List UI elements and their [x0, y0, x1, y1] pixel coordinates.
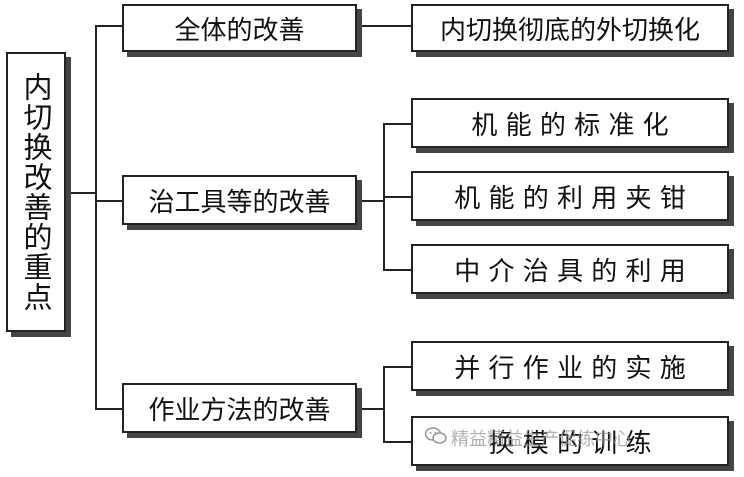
connector: [95, 200, 122, 202]
leaf-node: 机 能 的 标 准 化: [411, 98, 729, 148]
branch-label: 治工具等的改善: [148, 187, 331, 218]
connector: [95, 25, 122, 27]
branch-node-overall: 全体的改善: [122, 4, 357, 52]
branch-label: 作业方法的改善: [148, 395, 331, 426]
connector: [383, 366, 411, 368]
connector: [95, 408, 122, 410]
leaf-label: 中 介 治 具 的 利 用: [454, 256, 686, 287]
branch-node-method: 作业方法的改善: [122, 383, 357, 433]
leaf-node: 并 行 作 业 的 实 施: [411, 341, 729, 391]
leaf-node: 中 介 治 具 的 利 用: [411, 244, 729, 294]
connector: [383, 123, 411, 125]
connector: [357, 408, 384, 410]
leaf-label: 机 能 的 标 准 化: [471, 110, 669, 141]
leaf-label: 并 行 作 业 的 实 施: [454, 353, 686, 384]
connector: [383, 196, 411, 198]
connector: [383, 441, 411, 443]
connector: [95, 25, 97, 409]
connector: [357, 25, 411, 27]
root-label: 内切换改善的重点: [19, 72, 53, 312]
leaf-label: 内切换彻底的外切换化: [439, 15, 700, 46]
root-node: 内切换改善的重点: [6, 52, 66, 332]
leaf-label: 机 能 的 利 用 夹 钳: [454, 183, 686, 214]
branch-label: 全体的改善: [174, 15, 305, 46]
leaf-node: 换 模 的 训 练: [411, 416, 729, 466]
leaf-label: 换 模 的 训 练: [488, 428, 652, 459]
connector: [357, 200, 384, 202]
connector: [66, 192, 96, 194]
leaf-node: 内切换彻底的外切换化: [411, 4, 729, 52]
leaf-node: 机 能 的 利 用 夹 钳: [411, 171, 729, 221]
wechat-icon: [424, 426, 447, 450]
watermark: 精益精益生产促练中心: [424, 425, 631, 451]
watermark-text: 精益精益生产促练中心: [451, 429, 631, 450]
branch-node-tools: 治工具等的改善: [122, 175, 357, 225]
connector: [383, 366, 385, 442]
connector: [383, 269, 411, 271]
